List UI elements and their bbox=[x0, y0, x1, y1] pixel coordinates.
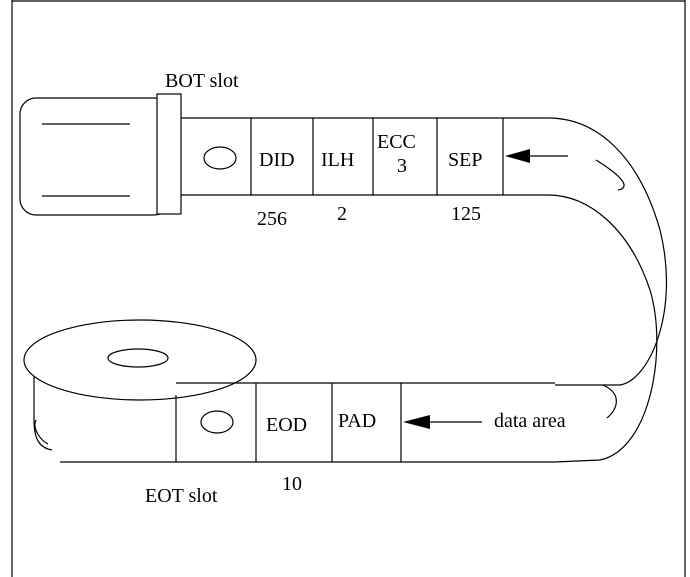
did-label: DID bbox=[259, 149, 295, 171]
data-area-label: data area bbox=[494, 410, 566, 432]
ecc-label: ECC bbox=[377, 131, 416, 153]
eod-label: EOD bbox=[266, 414, 307, 436]
eod-size-label: 10 bbox=[282, 473, 302, 495]
tape-cartridge bbox=[20, 98, 170, 215]
tape-reel bbox=[24, 320, 256, 450]
did-size-label: 256 bbox=[257, 208, 287, 230]
eot-slot-label: EOT slot bbox=[145, 485, 218, 507]
sep-label: SEP bbox=[448, 149, 482, 171]
top-arrow-icon bbox=[505, 149, 568, 163]
ecc-size-label: 3 bbox=[397, 155, 407, 177]
pad-label: PAD bbox=[338, 410, 376, 432]
top-tape-hole-icon bbox=[204, 147, 236, 169]
sep-size-label: 125 bbox=[451, 203, 481, 225]
bot-slot-label: BOT slot bbox=[165, 70, 239, 92]
bottom-arrow-icon bbox=[403, 415, 482, 429]
bottom-tape-hole-icon bbox=[201, 411, 233, 433]
ilh-size-label: 2 bbox=[337, 203, 347, 225]
diagram-frame bbox=[12, 0, 685, 577]
ilh-label: ILH bbox=[321, 149, 354, 171]
tape-curve bbox=[548, 118, 666, 462]
bot-slot bbox=[157, 94, 181, 214]
